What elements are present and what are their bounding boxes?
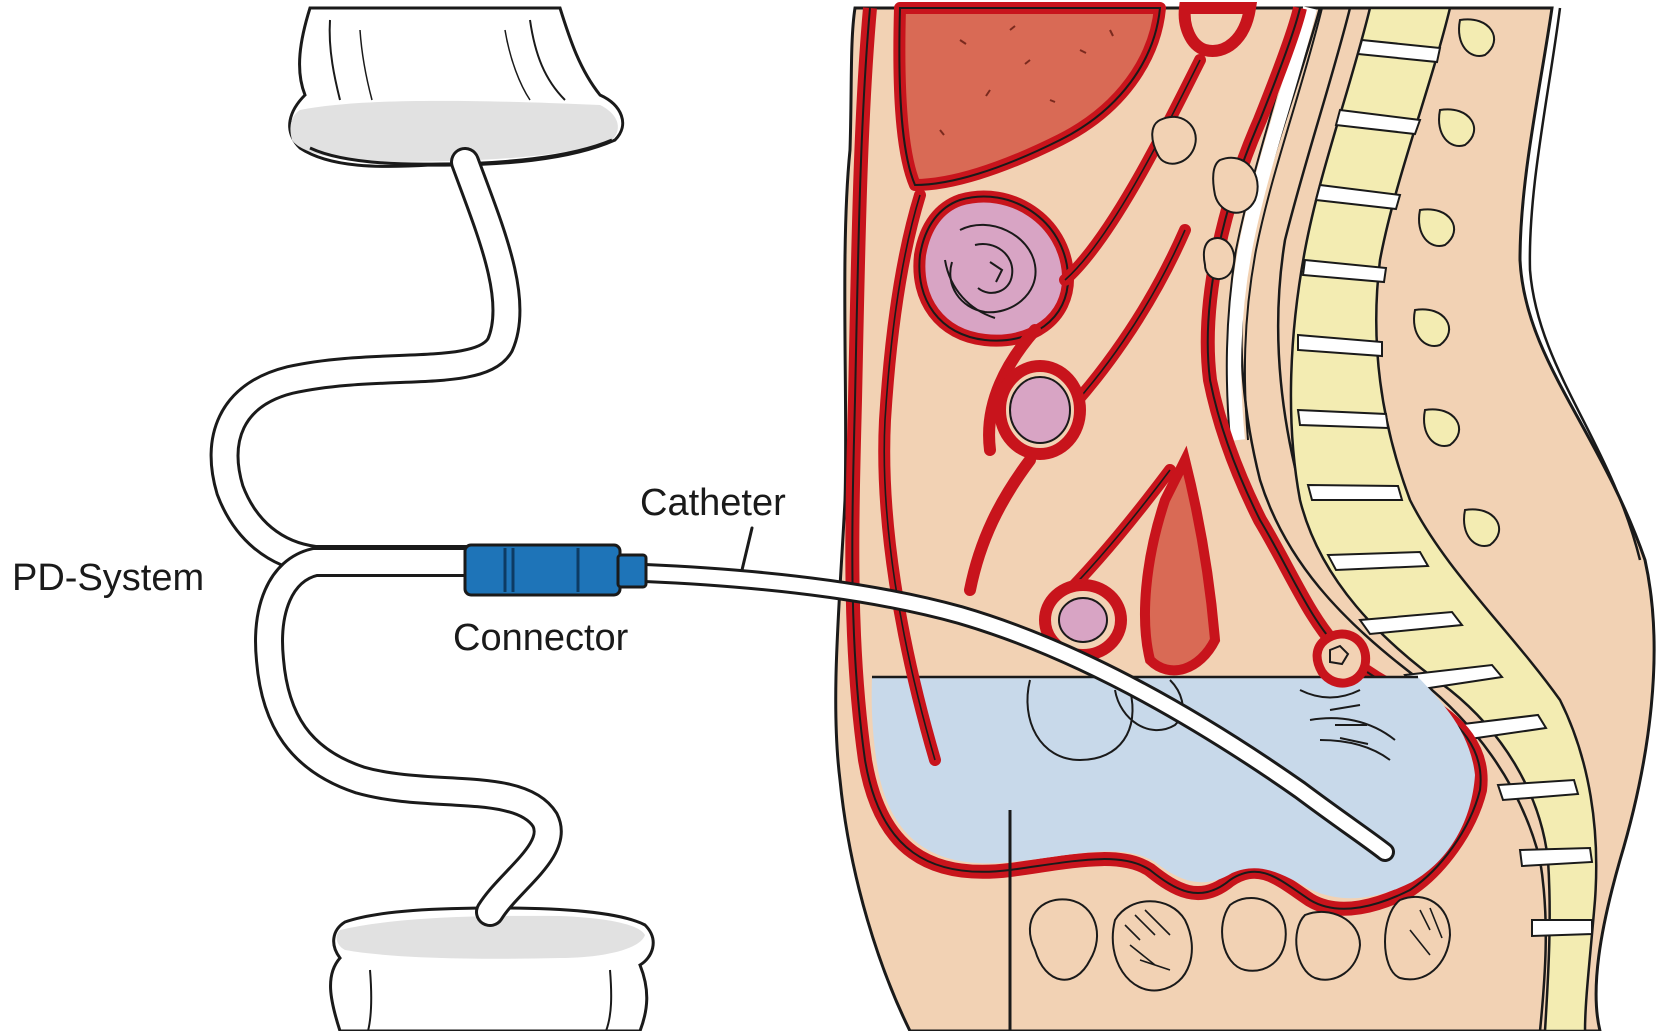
connector bbox=[465, 545, 646, 595]
abdomen-cross-section bbox=[836, 8, 1654, 1031]
catheter-label: Catheter bbox=[640, 482, 786, 524]
pd-system-label: PD-System bbox=[12, 557, 204, 599]
connector-tip bbox=[618, 555, 646, 587]
lower-tube-core bbox=[269, 562, 548, 912]
catheter-pointer bbox=[742, 528, 752, 570]
upper-tube-core bbox=[225, 162, 507, 560]
bowel-loop-1 bbox=[1000, 366, 1080, 454]
connector-label: Connector bbox=[453, 617, 629, 659]
connector-body bbox=[465, 545, 620, 595]
pd-system-tubing bbox=[225, 162, 548, 912]
upper-fluid-bag bbox=[290, 8, 623, 166]
pancreas-organ bbox=[919, 197, 1068, 341]
